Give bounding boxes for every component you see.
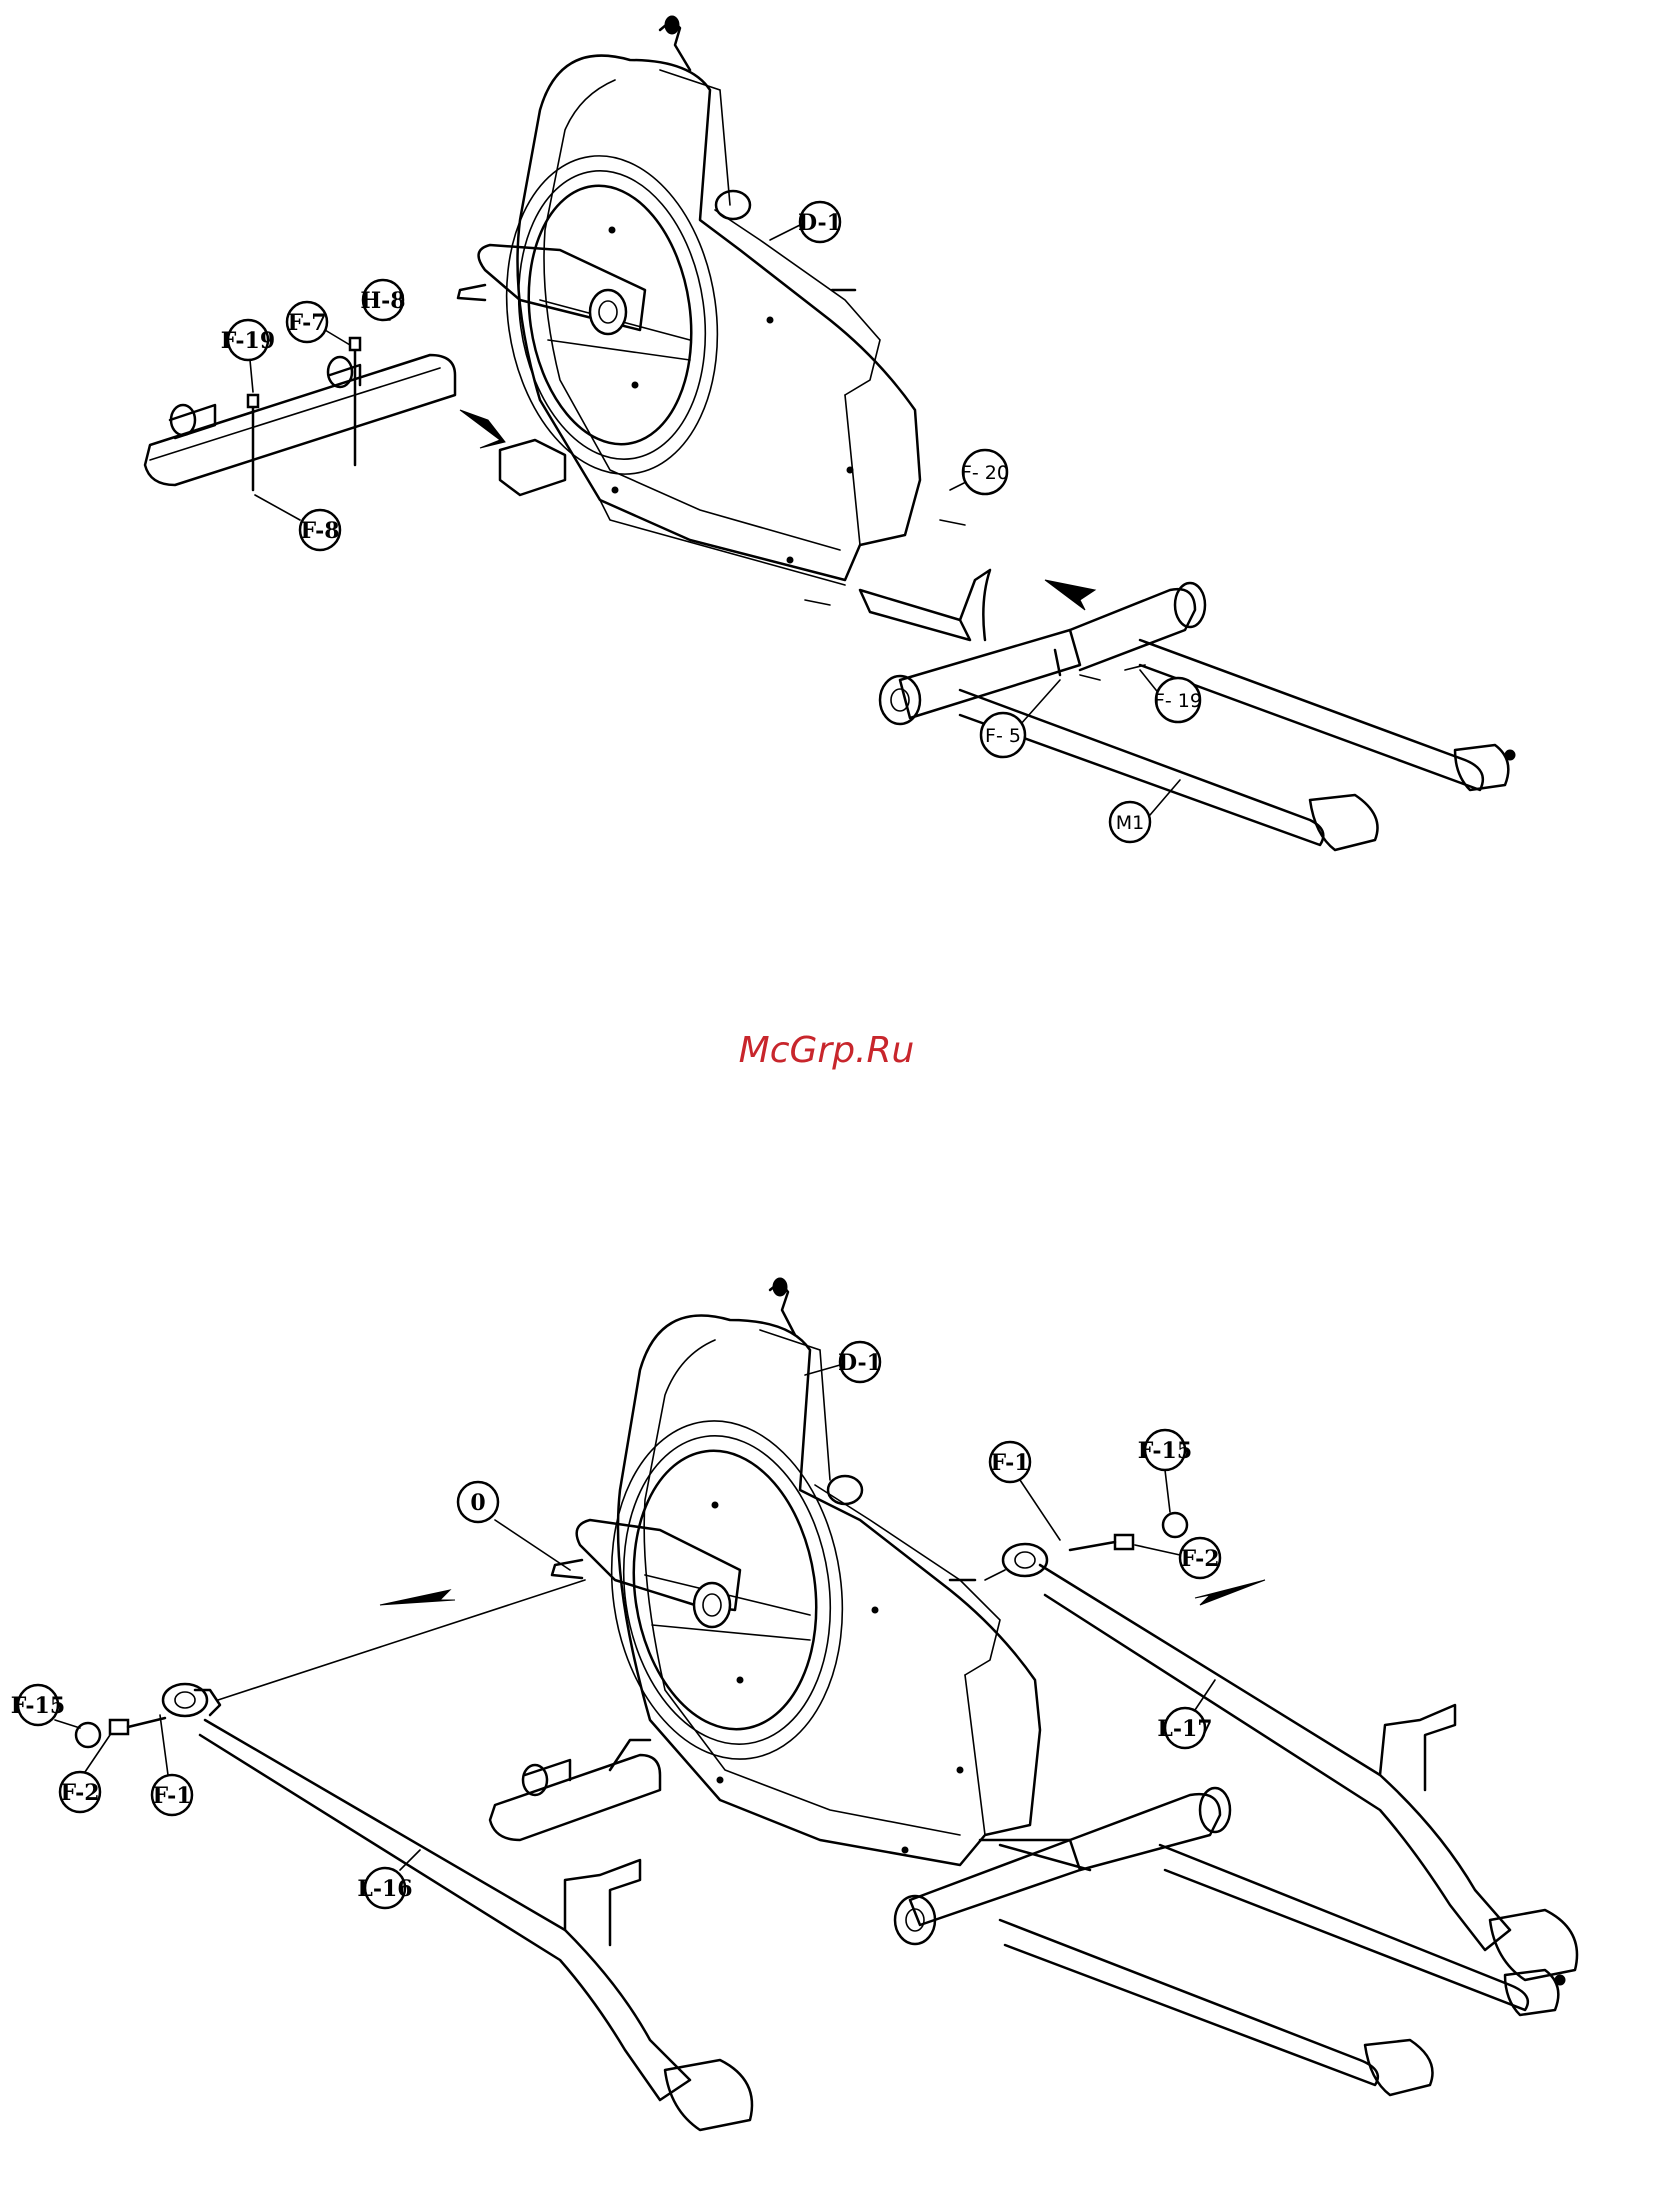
svg-text:D-1: D-1 [838, 1350, 882, 1376]
svg-text:F-2: F-2 [60, 1780, 99, 1806]
svg-text:F-19: F-19 [221, 328, 275, 354]
bottom-left-bolt [110, 1720, 128, 1734]
bottom-callout-l17: L-17 [1157, 1680, 1215, 1748]
svg-text:F-8: F-8 [300, 518, 339, 544]
watermark-text: McGrp.Ru [0, 1030, 1653, 1071]
svg-text:F- 19: F- 19 [1154, 690, 1202, 712]
svg-text:M1: M1 [1116, 812, 1144, 834]
svg-text:0: 0 [470, 1490, 485, 1516]
top-callout-f19-rear: F- 19 [1140, 670, 1202, 722]
bottom-callout-f2-right: F-2 [1135, 1538, 1220, 1578]
bottom-callout-l16: L-16 [357, 1850, 420, 1908]
top-callout-h8: H-8 [360, 280, 405, 320]
top-callout-f7: F-7 [287, 302, 350, 345]
bottom-assembly-figure: D-1 0 F-1 F-15 F-2 L-17 [11, 1278, 1577, 2130]
top-callout-m1: M1 [1110, 780, 1180, 842]
svg-text:F-7: F-7 [287, 310, 326, 336]
svg-text:F-1: F-1 [152, 1783, 191, 1809]
bottom-arrow-left [380, 1590, 455, 1605]
top-front-stabilizer [145, 338, 455, 490]
top-callout-f8: F-8 [255, 495, 340, 550]
bottom-callout-f1-left: F-1 [152, 1715, 192, 1815]
svg-text:F- 20: F- 20 [961, 462, 1009, 484]
svg-text:H-8: H-8 [360, 288, 405, 314]
bottom-arrow-right [1195, 1580, 1265, 1605]
bottom-right-bolt [1115, 1535, 1133, 1549]
svg-text:L-16: L-16 [357, 1876, 412, 1902]
bottom-callout-f15-left: F-15 [11, 1685, 80, 1728]
svg-text:F- 5: F- 5 [985, 725, 1021, 747]
bottom-left-handlebar [163, 1580, 752, 2130]
top-callout-f20: F- 20 [950, 450, 1009, 494]
svg-text:F-15: F-15 [1138, 1438, 1192, 1464]
bottom-front-stabilizer [490, 1740, 660, 1840]
svg-text:F-15: F-15 [11, 1693, 65, 1719]
bottom-callout-f15-right: F-15 [1138, 1430, 1192, 1512]
bottom-callout-f1-right: F-1 [990, 1442, 1060, 1540]
bottom-callout-0: 0 [458, 1482, 570, 1570]
top-callout-d1: D-1 [770, 202, 842, 242]
bottom-rear-stabilizer [895, 1788, 1565, 2095]
svg-text:L-17: L-17 [1157, 1716, 1212, 1742]
top-arrow-rear [1045, 580, 1095, 610]
top-assembly-figure: D-1 H-8 F-7 F-19 F-8 F- 20 [145, 16, 1515, 850]
svg-text:D-1: D-1 [798, 210, 842, 236]
top-callout-f19: F-19 [221, 320, 275, 392]
bottom-callout-d1: D-1 [805, 1342, 882, 1382]
svg-text:F-1: F-1 [990, 1450, 1029, 1476]
svg-text:F-2: F-2 [1180, 1546, 1219, 1572]
top-main-housing [458, 16, 920, 585]
bottom-main-housing [552, 1278, 1040, 1865]
top-arrow-front [460, 410, 505, 448]
